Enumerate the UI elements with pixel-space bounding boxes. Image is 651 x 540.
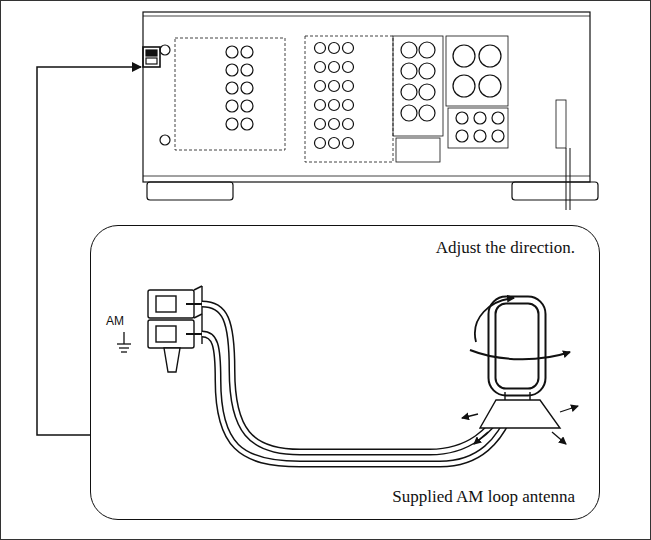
jack — [241, 46, 253, 58]
jack — [241, 118, 253, 130]
jack — [419, 84, 435, 100]
jack — [329, 100, 340, 111]
terminal-label: AM — [106, 314, 124, 328]
jack — [419, 42, 435, 58]
jack — [315, 81, 326, 92]
ground-symbol — [117, 332, 131, 352]
receiver-rear-panel — [143, 12, 598, 210]
leader-line — [37, 67, 141, 435]
jack — [241, 82, 253, 94]
part-name: Supplied AM loop antenna — [392, 487, 575, 507]
jack — [329, 81, 340, 92]
jack — [401, 42, 417, 58]
antenna-cable — [186, 304, 512, 464]
jack — [492, 112, 504, 124]
jack — [343, 62, 354, 73]
jack — [343, 43, 354, 54]
jack — [226, 82, 238, 94]
instruction-text: Adjust the direction. — [436, 238, 575, 258]
jack — [315, 100, 326, 111]
jack — [453, 45, 475, 67]
jack — [226, 118, 238, 130]
jack — [315, 43, 326, 54]
jack — [401, 105, 417, 121]
jack — [343, 81, 354, 92]
jack — [241, 100, 253, 112]
jack — [456, 112, 468, 124]
jack — [419, 63, 435, 79]
jack — [226, 46, 238, 58]
jack — [456, 130, 468, 142]
jack — [226, 100, 238, 112]
jack — [315, 62, 326, 73]
jack — [479, 75, 501, 97]
jack — [474, 112, 486, 124]
jack — [401, 84, 417, 100]
jack — [419, 105, 435, 121]
jack — [453, 75, 475, 97]
jack — [329, 138, 340, 149]
jack — [479, 45, 501, 67]
jack — [401, 63, 417, 79]
jack — [343, 138, 354, 149]
jack — [226, 64, 238, 76]
jack — [492, 130, 504, 142]
loop-antenna — [462, 298, 578, 444]
callout-panel: Adjust the direction. Supplied AM loop an… — [90, 225, 600, 520]
jack — [315, 138, 326, 149]
jack — [241, 64, 253, 76]
jack — [343, 119, 354, 130]
jack — [474, 130, 486, 142]
jack — [329, 43, 340, 54]
jack — [343, 100, 354, 111]
jack — [329, 62, 340, 73]
jack — [329, 119, 340, 130]
jack — [315, 119, 326, 130]
am-terminal — [148, 286, 202, 372]
